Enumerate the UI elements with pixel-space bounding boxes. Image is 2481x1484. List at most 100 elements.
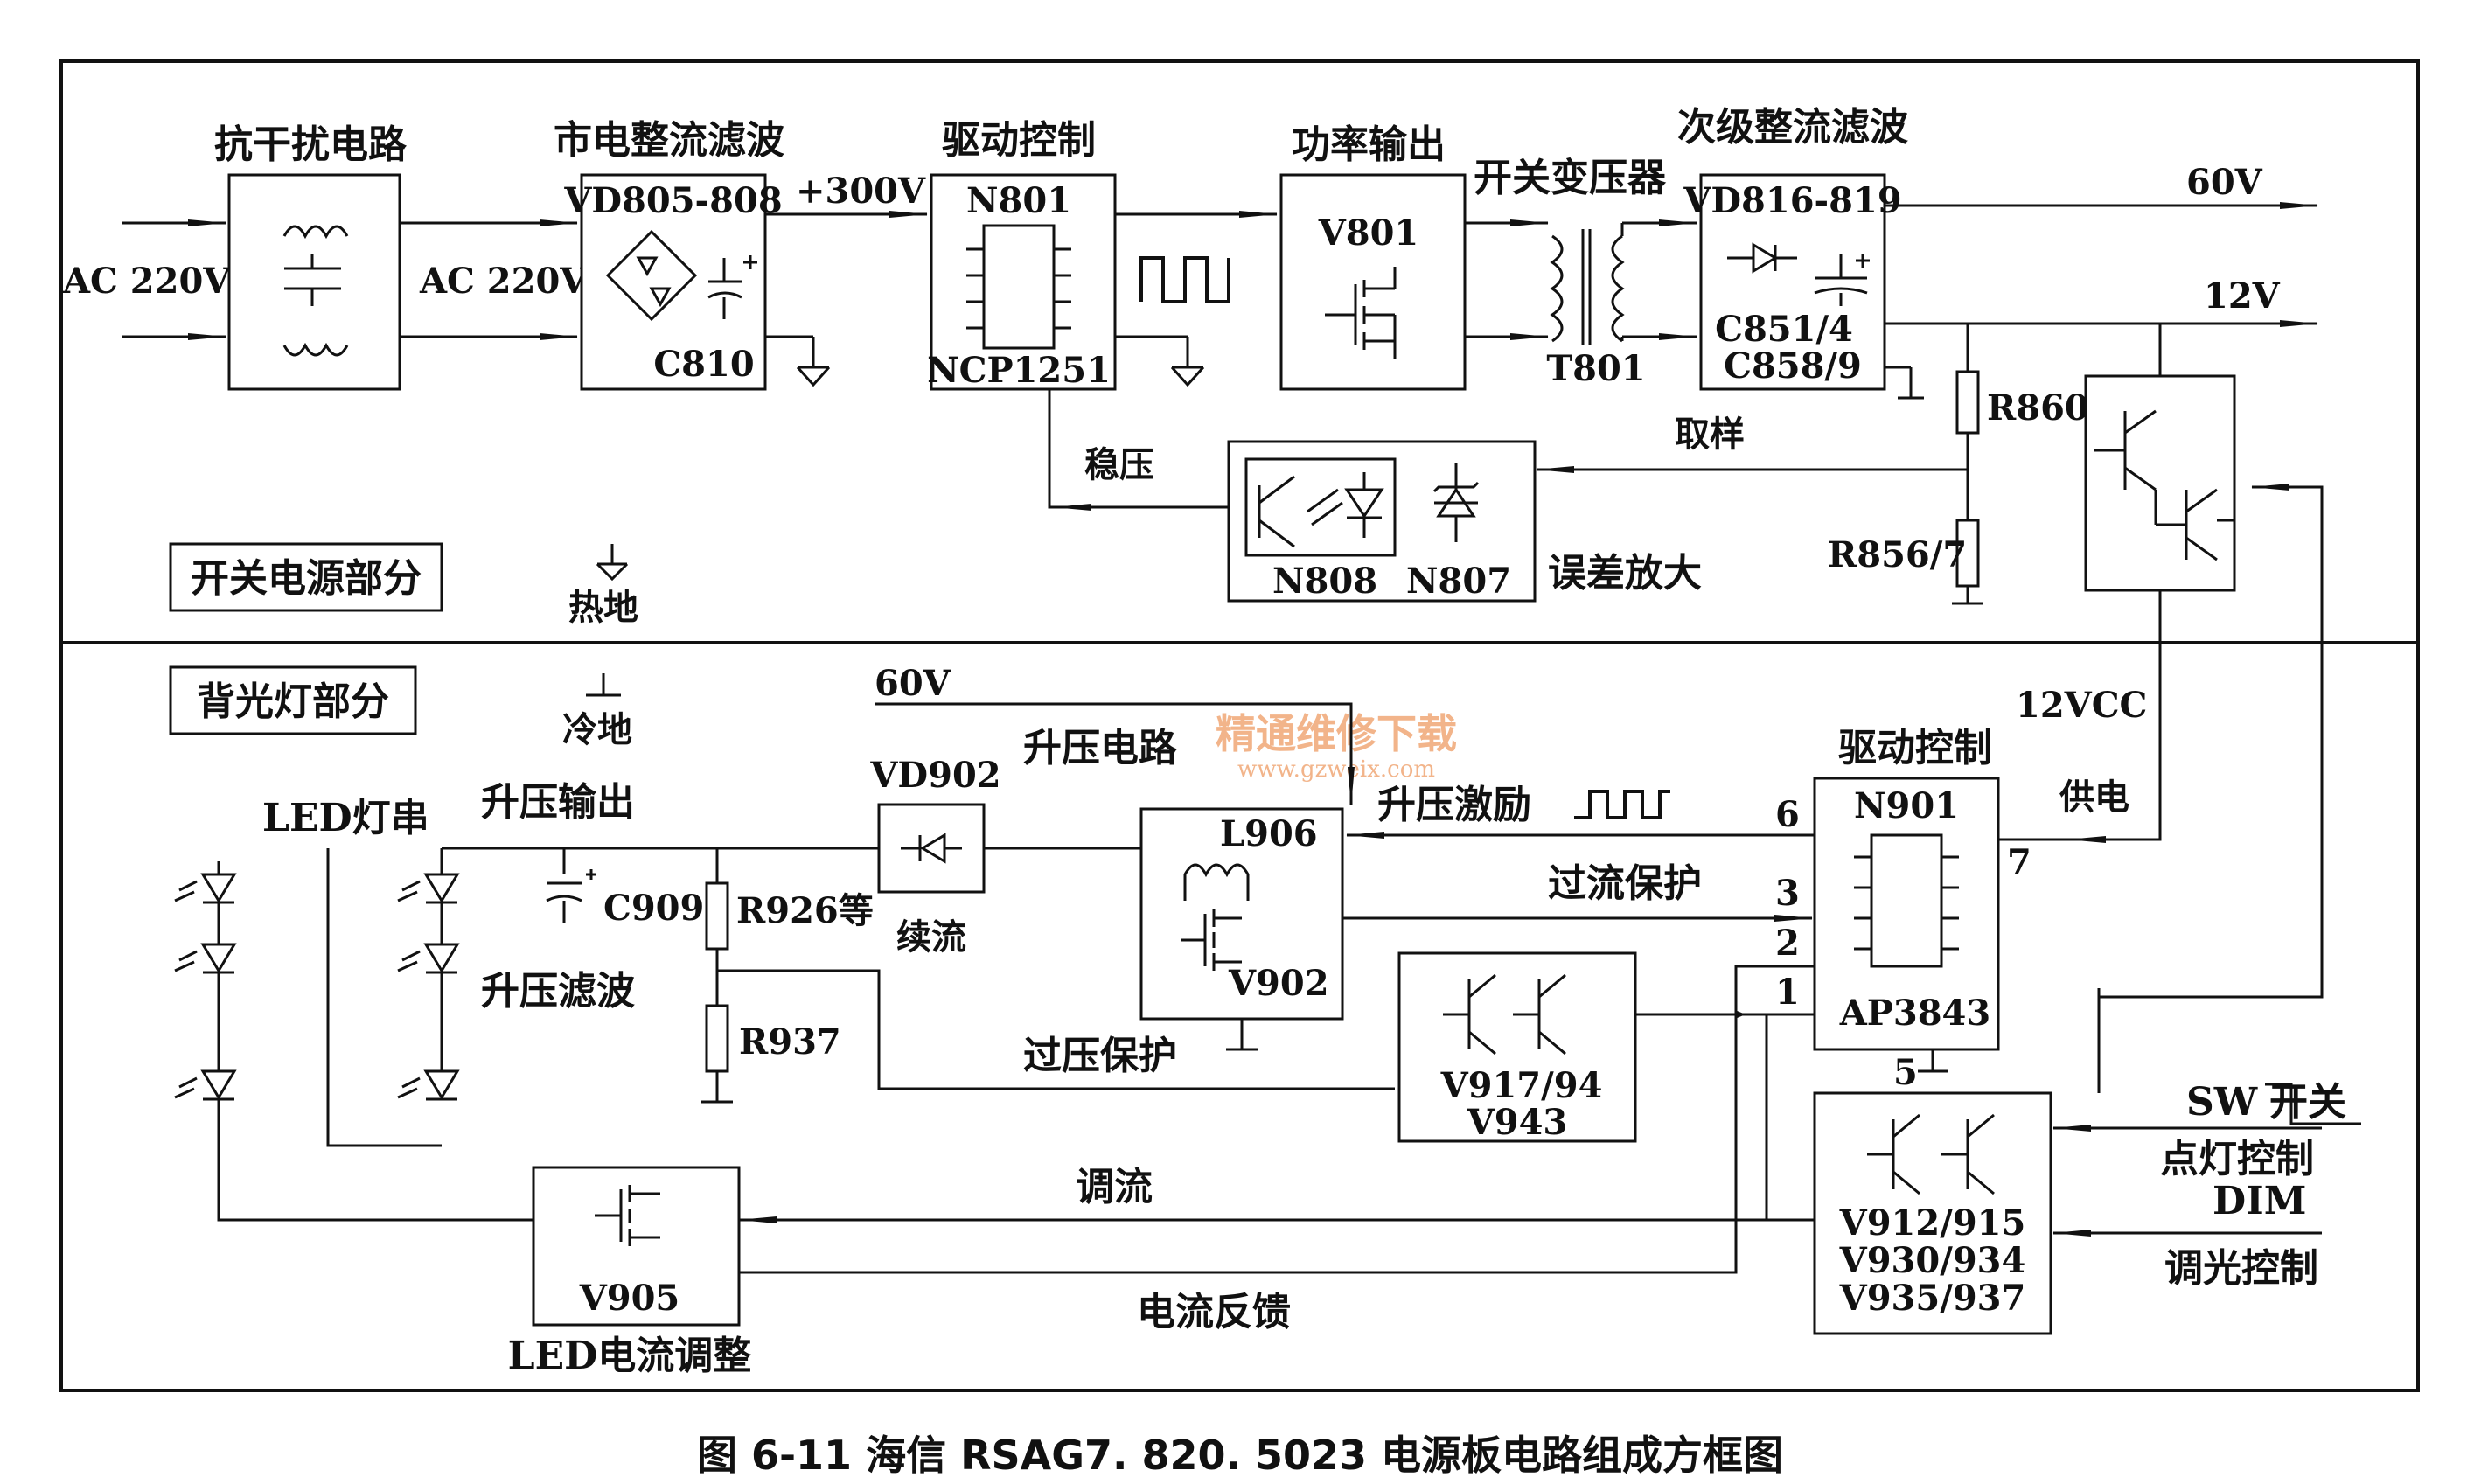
optocoupler-icon	[1244, 457, 1397, 557]
vd902-block	[877, 803, 986, 894]
transformer-title: 开关变压器	[1474, 156, 1667, 200]
v60-label: 60V	[2186, 162, 2263, 203]
vcc-label: 12VCC	[2016, 685, 2147, 726]
emi-coil-icon	[282, 225, 349, 357]
pin5-label: 5	[1893, 1052, 1918, 1093]
led-icon	[174, 943, 237, 974]
boost-exc-label: 升压激励	[1377, 783, 1531, 827]
secondary-cap-icon	[1814, 254, 1870, 306]
led-icon	[397, 1069, 460, 1101]
n801-top: N801	[966, 180, 1071, 221]
n801-bottom: NCP1251	[927, 350, 1111, 391]
sw-block	[1813, 1091, 2052, 1335]
sw-switch-icon	[2265, 1083, 2361, 1125]
n901-title: 驱动控制	[1838, 726, 1992, 770]
hot-ground-icon	[596, 544, 629, 582]
r937-resistor	[705, 1004, 729, 1073]
led-icon	[174, 1069, 237, 1101]
power-section-label: 开关电源部分	[191, 556, 422, 601]
secondary-part: VD816-819	[1683, 180, 1901, 221]
v801-block	[1279, 173, 1467, 391]
emi-title: 抗干扰电路	[214, 122, 408, 167]
led-return-line	[217, 861, 533, 1222]
v12-label: 12V	[2204, 275, 2281, 317]
stab-label: 稳压	[1084, 444, 1154, 485]
led-icon	[174, 873, 237, 904]
l906-label: L906	[1220, 813, 1318, 854]
stab-line-v	[1048, 389, 1054, 509]
vd902-diode-icon	[901, 833, 962, 864]
sw-to-n901	[1765, 1013, 1815, 1222]
power-section-box	[169, 542, 443, 612]
r856-label: R856/7	[1828, 534, 1967, 575]
c909-label: C909	[603, 888, 704, 929]
pwm-wave-icon	[1139, 256, 1230, 303]
bridge-rectifier-icon	[605, 229, 698, 322]
dim-ctrl-label: 调光控制	[2164, 1246, 2318, 1291]
outer-frame	[59, 59, 2420, 1392]
drive-ground-icon	[1170, 337, 1205, 387]
ovp-transistors-icon	[1443, 973, 1566, 1056]
hot-ground-label: 热地	[568, 587, 638, 628]
boost-filter-label: 升压滤波	[481, 969, 635, 1014]
ov-label: 过压保护	[1023, 1034, 1177, 1078]
emi-block	[227, 173, 401, 391]
error-amp-block	[1227, 440, 1537, 603]
n808-label: N808	[1272, 561, 1377, 602]
light-ctrl-label: 点灯控制	[2160, 1137, 2314, 1181]
boost-exc-wave-icon	[1574, 790, 1670, 819]
r926-label: R926等	[736, 890, 874, 931]
pin3-label: 3	[1775, 873, 1800, 914]
pin6-label: 6	[1775, 794, 1800, 835]
power-out-title: 功率输出	[1292, 122, 1446, 167]
secondary-ground-icon	[1885, 366, 1924, 400]
n801-chip-icon	[966, 224, 1071, 350]
backlight-section-label: 背光灯部分	[197, 679, 389, 724]
secondary-cap2: C858/9	[1724, 345, 1862, 387]
ac-mid-label: AC 220V	[419, 261, 588, 302]
sw-part3: V935/937	[1839, 1278, 2026, 1319]
v905-part: V905	[579, 1278, 680, 1319]
transformer-icon	[1550, 223, 1625, 345]
switch-block	[2084, 374, 2236, 592]
n901-top: N901	[1854, 785, 1959, 826]
v905-label: LED电流调整	[508, 1334, 752, 1378]
rect-cap: C810	[653, 344, 754, 385]
boost-title: 升压电路	[1023, 726, 1178, 770]
cold-ground-icon	[586, 673, 621, 697]
feedback-label: 电流反馈	[1137, 1290, 1291, 1334]
v801-part: V801	[1318, 212, 1419, 254]
led-string-1	[174, 873, 237, 1101]
v60b-line	[875, 702, 1355, 805]
led-string-2	[397, 873, 460, 1101]
darlington-icon	[2094, 409, 2234, 561]
v905-mosfet-icon	[595, 1185, 660, 1246]
r926-resistor	[705, 881, 729, 951]
boost-inductor-icon	[1183, 863, 1250, 901]
sw-transistors-icon	[1867, 1113, 1995, 1195]
boost-mosfet-icon	[1181, 909, 1242, 971]
dim-label: DIM	[2213, 1179, 2306, 1223]
led-icon	[397, 873, 460, 904]
r937-label: R937	[739, 1021, 841, 1062]
adjust-label: 调流	[1076, 1165, 1153, 1209]
v60b-label: 60V	[875, 663, 951, 704]
led-string-label: LED灯串	[262, 796, 429, 840]
sw-part1: V912/915	[1839, 1202, 2026, 1244]
rect-part: VD805-808	[563, 180, 782, 221]
sample-label: 取样	[1675, 414, 1745, 455]
watermark-url: www.gzweix.com	[1237, 756, 1435, 783]
boost-out-label: 升压输出	[481, 780, 635, 825]
transformer-part: T801	[1546, 348, 1645, 389]
cold-ground-label: 冷地	[562, 709, 632, 750]
n807-label: N807	[1406, 561, 1511, 602]
secondary-block	[1699, 173, 1886, 391]
v300-label: +300V	[796, 171, 926, 212]
v902-label: V902	[1228, 963, 1329, 1004]
secondary-diode-icon	[1727, 242, 1797, 274]
vd902-title: VD902	[869, 755, 1000, 796]
pin7-label: 7	[2007, 842, 2031, 883]
led-string-1-line	[326, 848, 442, 1147]
mosfet-icon	[1325, 267, 1397, 359]
